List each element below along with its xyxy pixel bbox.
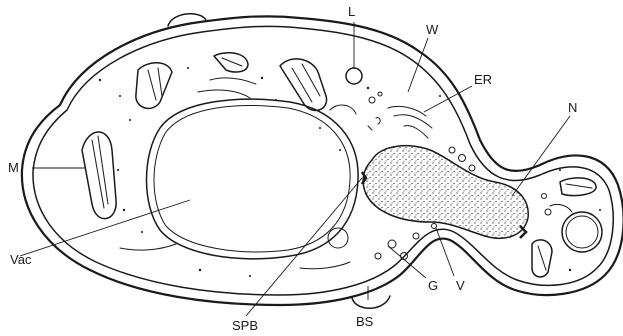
nucleus bbox=[363, 146, 528, 239]
label-L: L bbox=[348, 4, 355, 19]
birth-scar bbox=[352, 296, 390, 308]
bud-vacuole-inner bbox=[566, 216, 598, 248]
label-G: G bbox=[428, 278, 438, 293]
cell-wall-inner bbox=[33, 26, 613, 295]
label-M: M bbox=[8, 160, 19, 175]
cell-wall-outer bbox=[22, 16, 623, 305]
spb-mark-bud bbox=[520, 226, 526, 238]
label-N: N bbox=[568, 100, 577, 115]
label-V: V bbox=[456, 278, 465, 293]
mitochondria-group bbox=[82, 53, 327, 219]
label-BS: BS bbox=[356, 314, 374, 329]
lipid-granule bbox=[346, 68, 362, 84]
bud-vacuole bbox=[562, 212, 602, 252]
label-Vac: Vac bbox=[10, 252, 32, 267]
bud-mitochondria bbox=[532, 178, 596, 277]
label-SPB: SPB bbox=[232, 318, 258, 333]
vacuole bbox=[147, 99, 359, 259]
label-W: W bbox=[426, 22, 439, 37]
label-ER: ER bbox=[474, 72, 492, 87]
